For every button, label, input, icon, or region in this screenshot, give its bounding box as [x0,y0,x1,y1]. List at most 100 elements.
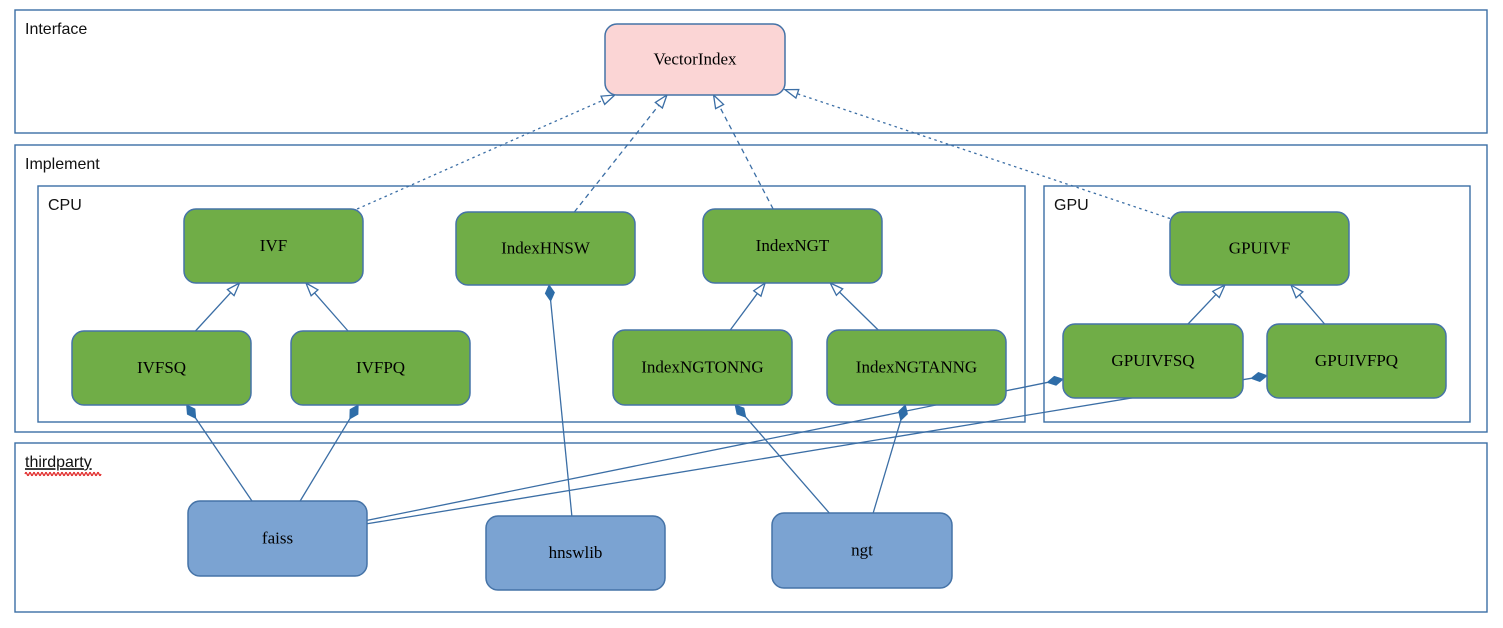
composition-diamond-icon-hnswlib-indexhnsw [544,283,555,302]
composition-diamond-icon-faiss-gpuivfpq [1250,372,1269,383]
edge-line-gpuivfsq-gpuivf [1187,293,1217,325]
edge-faiss-to-ivfsq [186,404,253,502]
node-label-indexngtanng: IndexNGTANNG [856,357,977,376]
edge-line-ivfsq-ivf [194,292,232,332]
node-vectorindex[interactable]: VectorIndex [604,23,786,96]
edge-line-ivfpq-ivf [314,292,349,332]
composition-diamond-icon-faiss-ivfsq [186,404,197,420]
edge-gpuivf-to-vectorindex [783,88,1171,220]
inheritance-arrow-icon-gpuivf-vectorindex [783,88,800,100]
panel-border-gpu [1043,185,1471,423]
edge-line-indexngtanng-indexngt [839,291,879,331]
node-label-hnswlib: hnswlib [549,543,603,562]
edge-ngt-to-indexngtanng [872,404,908,514]
edge-ivf-to-vectorindex [356,94,617,210]
node-label-ngt: ngt [851,540,873,559]
node-box-vectorindex[interactable] [604,23,786,96]
composition-diamond-icon-faiss-ivfpq [349,404,359,420]
node-box-gpuivfpq[interactable] [1266,323,1447,399]
node-indexngtonng[interactable]: IndexNGTONNG [612,329,793,406]
edge-line-ngt-indexngtanng [872,420,902,514]
edge-ivfsq-to-ivf [194,281,241,332]
composition-diamond-icon-ngt-indexngtanng [898,404,908,422]
edge-indexhnsw-to-vectorindex [573,93,669,213]
node-box-ivf[interactable] [183,208,364,284]
inheritance-arrow-icon-indexngtonng-indexngt [752,281,767,298]
node-label-ivfsq: IVFSQ [137,358,186,377]
panel-label-interface: Interface [25,21,87,38]
node-label-indexngtonng: IndexNGTONNG [641,357,763,376]
edge-ivfpq-to-ivf [304,281,349,332]
node-box-ivfpq[interactable] [290,330,471,406]
edge-line-hnswlib-indexhnsw [550,300,573,517]
edge-line-indexngtonng-indexngt [729,293,758,331]
edge-ngt-to-indexngtonng [734,404,830,514]
edge-line-ngt-indexngtonng [745,416,830,514]
edge-line-faiss-ivfpq [299,418,351,502]
inheritance-arrow-icon-ivfsq-ivf [226,281,241,297]
edges-layer [186,88,1326,525]
edge-line-faiss-ivfsq [195,417,253,502]
node-label-gpuivfpq: GPUIVFPQ [1315,351,1398,370]
edge-line-faiss-gpuivfpq [366,377,1252,525]
node-label-ivf: IVF [260,236,287,255]
node-box-gpuivfsq[interactable] [1062,323,1244,399]
edge-indexngt-to-vectorindex [712,93,774,210]
node-indexngt[interactable]: IndexNGT [702,208,883,284]
node-box-hnswlib[interactable] [485,515,666,591]
node-box-faiss[interactable] [187,500,368,577]
edge-line-gpuivf-vectorindex [797,93,1171,220]
node-ngt[interactable]: ngt [771,512,953,589]
node-label-faiss: faiss [262,528,293,547]
edge-gpuivfsq-to-gpuivf [1187,283,1227,325]
node-gpuivf[interactable]: GPUIVF [1169,211,1350,286]
spellcheck-squiggle-thirdparty [24,471,102,477]
edge-indexngtanng-to-indexngt [828,281,879,331]
node-indexngtanng[interactable]: IndexNGTANNG [826,329,1007,406]
panel-label-implement: Implement [25,156,100,173]
panel-cpu: CPU [37,185,1026,423]
panel-gpu: GPU [1043,185,1471,423]
node-box-indexngtonng[interactable] [612,329,793,406]
inheritance-arrow-icon-gpuivfpq-gpuivf [1289,283,1304,299]
node-label-gpuivfsq: GPUIVFSQ [1111,351,1194,370]
edge-line-ivf-vectorindex [356,99,604,210]
edge-line-indexngt-vectorindex [719,106,774,210]
node-ivfpq[interactable]: IVFPQ [290,330,471,406]
inheritance-arrow-icon-ivf-vectorindex [600,94,617,106]
panel-border-implement [14,144,1488,433]
composition-diamond-icon-ngt-indexngtonng [734,404,747,418]
edge-gpuivfpq-to-gpuivf [1289,283,1326,325]
node-ivf[interactable]: IVF [183,208,364,284]
node-box-indexngtanng[interactable] [826,329,1007,406]
panel-label-thirdparty: thirdparty [25,454,92,471]
node-gpuivfpq[interactable]: GPUIVFPQ [1266,323,1447,399]
node-gpuivfsq[interactable]: GPUIVFSQ [1062,323,1244,399]
composition-diamond-icon-faiss-gpuivfsq [1046,375,1064,386]
node-faiss[interactable]: faiss [187,500,368,577]
node-label-gpuivf: GPUIVF [1229,238,1290,257]
inheritance-arrow-icon-indexngt-vectorindex [712,93,725,110]
node-box-ngt[interactable] [771,512,953,589]
edge-hnswlib-to-indexhnsw [544,283,573,517]
panel-label-gpu: GPU [1054,197,1089,214]
panel-label-cpu: CPU [48,197,82,214]
node-hnswlib[interactable]: hnswlib [485,515,666,591]
inheritance-arrow-icon-indexhnsw-vectorindex [654,93,669,110]
node-label-indexhnsw: IndexHNSW [501,238,591,257]
panel-implement: Implement [14,144,1488,433]
inheritance-arrow-icon-ivfpq-ivf [304,281,320,297]
edge-faiss-to-ivfpq [299,404,359,502]
edge-indexngtonng-to-indexngt [729,281,767,331]
node-box-ivfsq[interactable] [71,330,252,406]
node-box-indexhnsw[interactable] [455,211,636,286]
inheritance-arrow-icon-gpuivfsq-gpuivf [1211,283,1227,299]
node-label-ivfpq: IVFPQ [356,358,405,377]
inheritance-arrow-icon-indexngtanng-indexngt [828,281,844,297]
node-box-indexngt[interactable] [702,208,883,284]
panel-interface: Interface [14,9,1488,134]
node-box-gpuivf[interactable] [1169,211,1350,286]
node-label-indexngt: IndexNGT [756,236,830,255]
node-ivfsq[interactable]: IVFSQ [71,330,252,406]
node-indexhnsw[interactable]: IndexHNSW [455,211,636,286]
